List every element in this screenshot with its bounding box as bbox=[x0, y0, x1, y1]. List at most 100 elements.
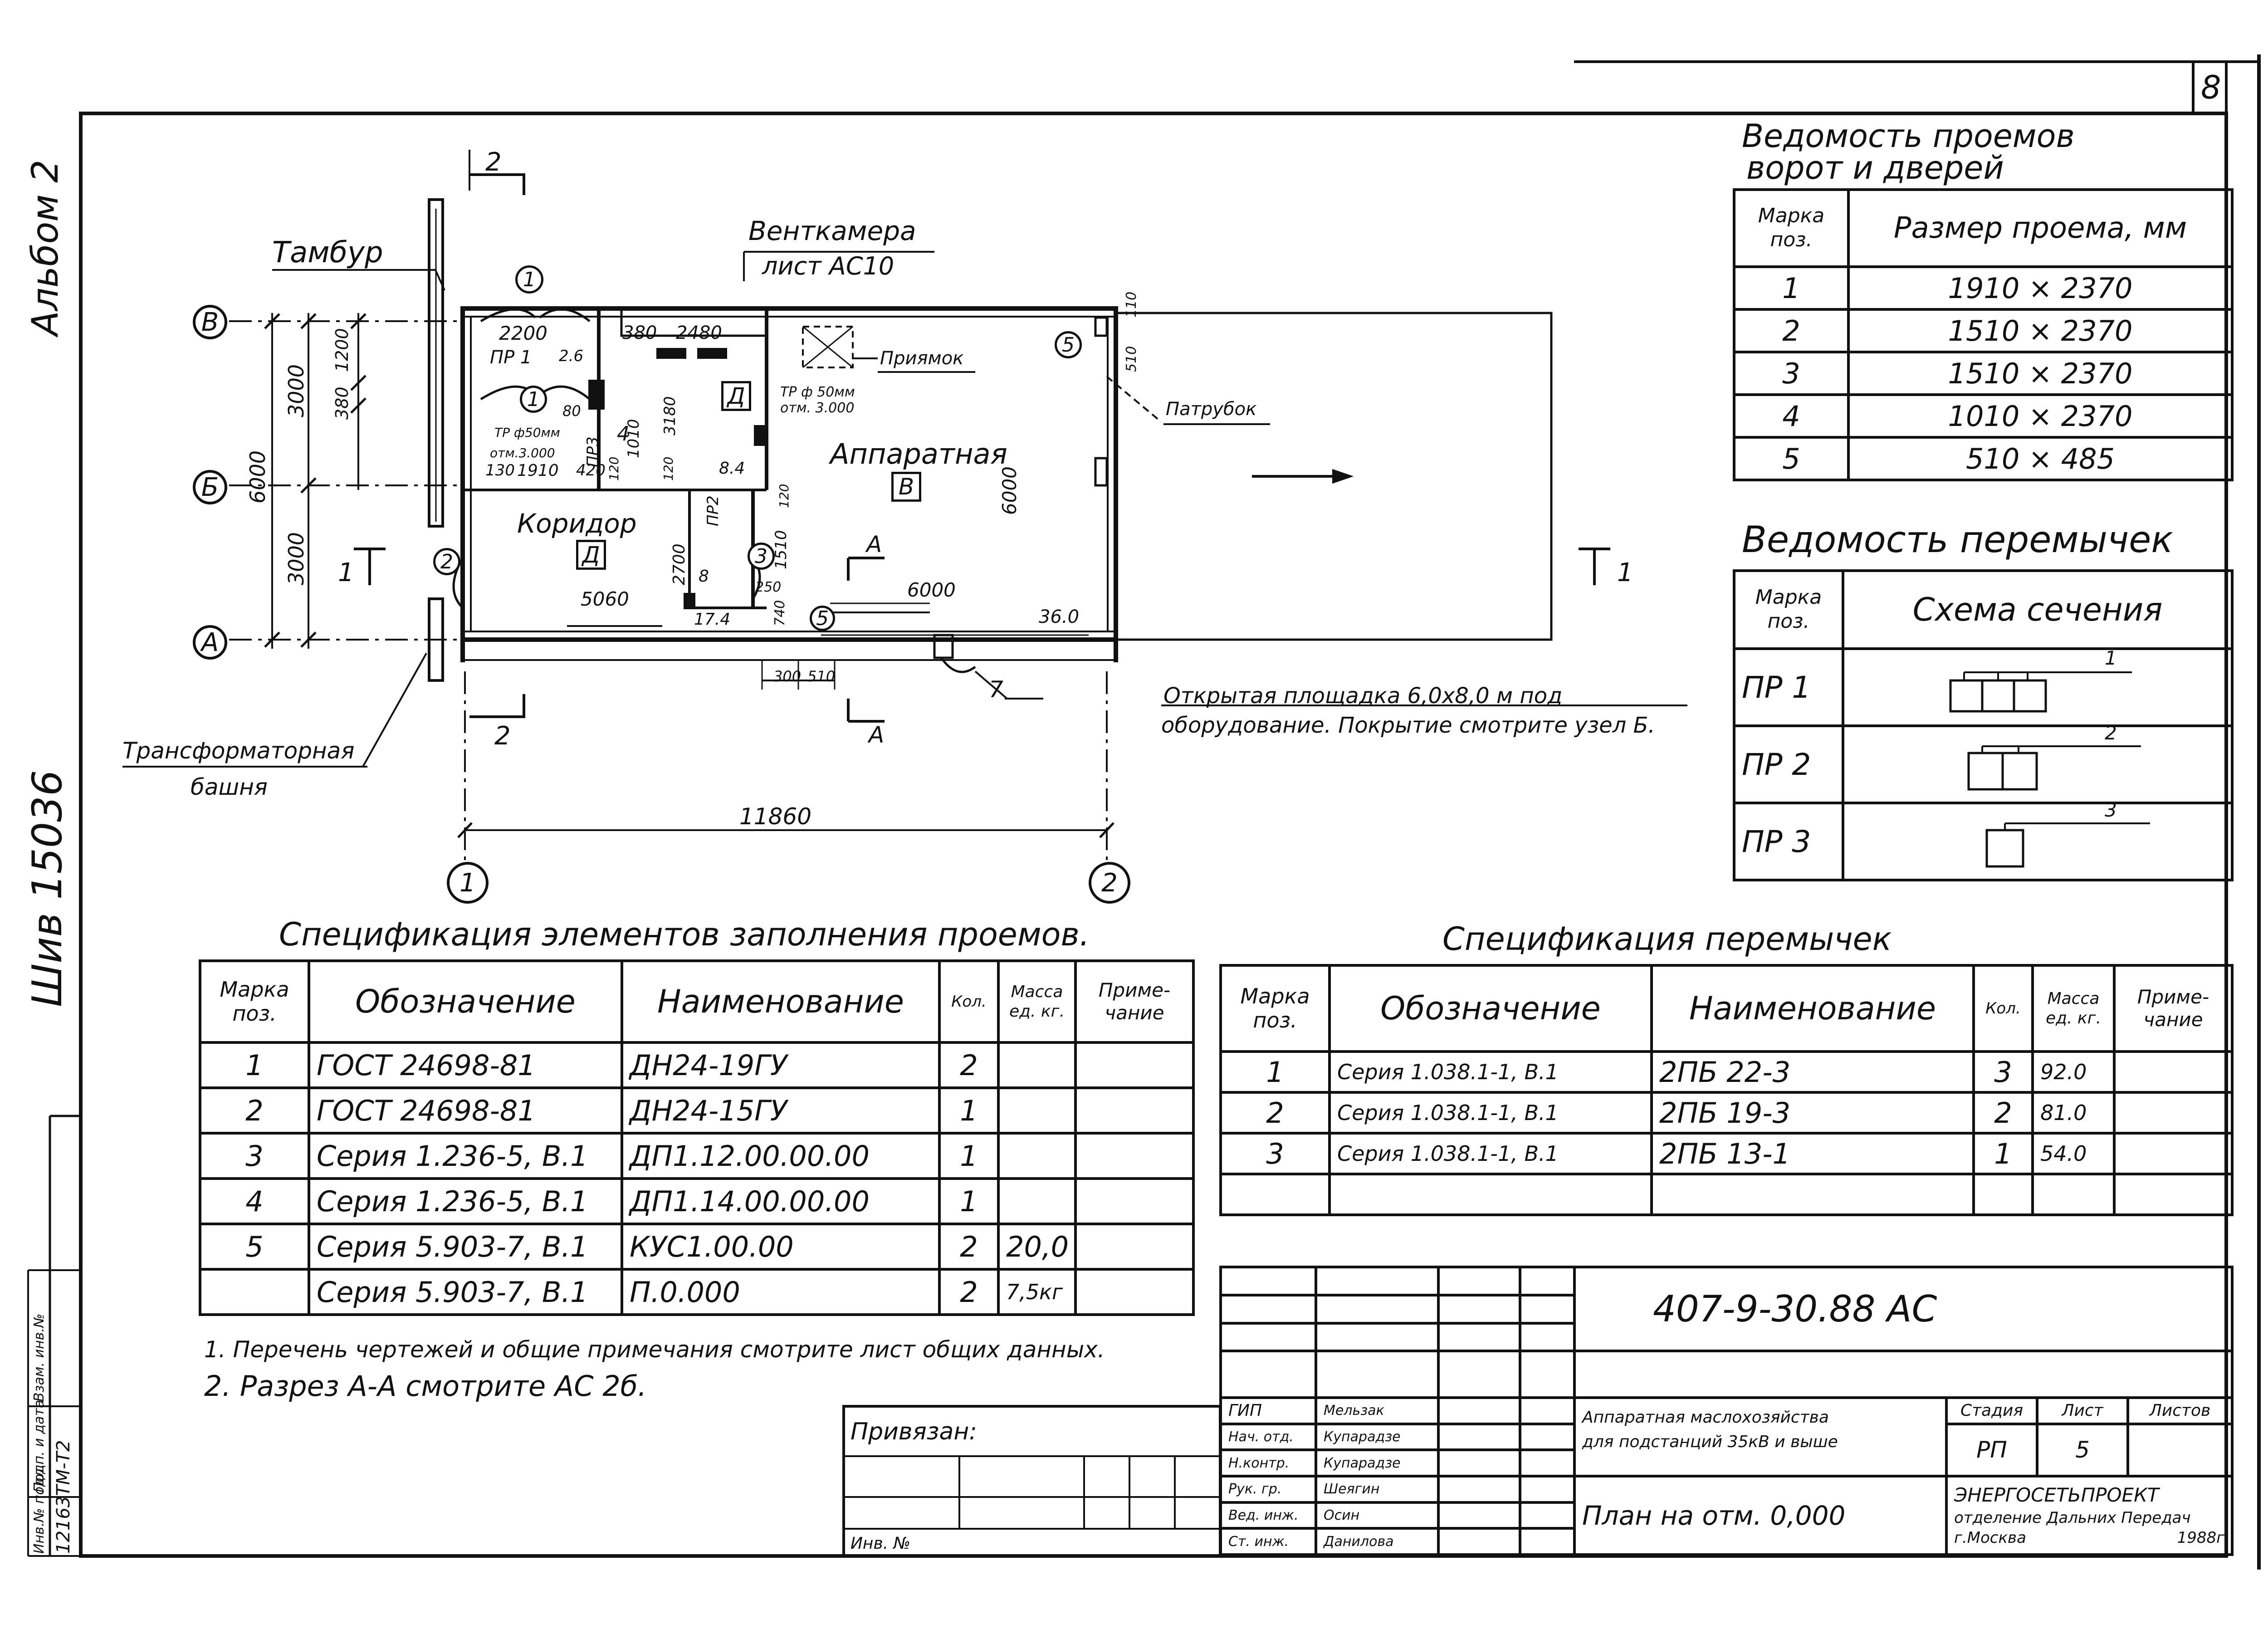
tb-empty bbox=[1315, 1266, 1440, 1296]
lintel-spec-cell bbox=[1219, 1173, 1331, 1216]
sheet-value: 5 bbox=[2036, 1422, 2129, 1478]
dim-250: 250 bbox=[755, 579, 782, 595]
role-label: Ст. инж. bbox=[1219, 1527, 1317, 1556]
role-label: Н.контр. bbox=[1219, 1448, 1317, 1478]
bashnya-label: башня bbox=[191, 774, 268, 800]
tb-empty bbox=[1315, 1350, 1440, 1399]
ventkamera-sheet-label: лист АС10 bbox=[762, 252, 894, 280]
openings-row-size: 1910 × 2370 bbox=[1847, 265, 2234, 311]
fill-cell: 1 bbox=[938, 1177, 1000, 1225]
opening-mark-1b: 1 bbox=[520, 386, 547, 413]
stage-label: Стадия bbox=[1945, 1396, 2038, 1425]
dim-6000b: 6000 bbox=[998, 466, 1021, 515]
fill-cell: 2 bbox=[938, 1041, 1000, 1089]
tb-empty bbox=[1519, 1448, 1576, 1478]
sheet-label: Лист bbox=[2036, 1396, 2129, 1425]
fill-spec-title: Спецификация элементов заполнения проемо… bbox=[279, 916, 1090, 953]
openings-row-size: 1510 × 2370 bbox=[1847, 351, 2234, 396]
open-area-note-2: оборудование. Покрытие смотрите узел Б. bbox=[1161, 713, 1655, 738]
openings-row-mark: 3 bbox=[1733, 351, 1850, 396]
section-2-bottom: 2 bbox=[494, 721, 511, 751]
opening-mark-5a: 5 bbox=[1055, 331, 1082, 358]
openings-row-mark: 5 bbox=[1733, 436, 1850, 481]
dim-2700: 2700 bbox=[670, 543, 689, 585]
sheet-number-box bbox=[2192, 60, 2228, 115]
dim-120b: 120 bbox=[661, 456, 676, 481]
fill-cell bbox=[1074, 1268, 1195, 1316]
dim-2480: 2480 bbox=[676, 323, 722, 343]
lintel-pr1-label: ПР 1 bbox=[490, 347, 532, 368]
title-block: 407-9-30.88 АС ГИП Мельзак Аппаратная ма… bbox=[1219, 1265, 2234, 1556]
dim-36-0: 36.0 bbox=[1039, 607, 1080, 627]
section-a-top: А bbox=[866, 531, 882, 558]
lintel-spec-title: Спецификация перемычек bbox=[1442, 920, 1892, 958]
fill-cell: ГОСТ 24698-81 bbox=[308, 1086, 623, 1135]
lintel-spec-cell: 2ПБ 19-3 bbox=[1650, 1091, 1975, 1135]
tambur-label: Тамбур bbox=[272, 236, 383, 269]
fill-cell: 1 bbox=[199, 1041, 310, 1089]
fill-cell: ГОСТ 24698-81 bbox=[308, 1041, 623, 1089]
fill-cell: Серия 1.236-5, В.1 bbox=[308, 1177, 623, 1225]
fill-cell bbox=[1074, 1041, 1195, 1089]
role-signature bbox=[1437, 1475, 1521, 1504]
org-line-2: отделение Дальних Передач bbox=[1954, 1508, 2191, 1527]
fill-header-mass: Масса ед. кг. bbox=[997, 959, 1077, 1044]
fill-cell bbox=[997, 1132, 1077, 1180]
tb-empty bbox=[1519, 1266, 1576, 1296]
transformer-label: Трансформаторная bbox=[122, 738, 355, 764]
role-name: Мельзак bbox=[1315, 1396, 1440, 1425]
role-name: Осин bbox=[1315, 1501, 1440, 1530]
role-name: Данилова bbox=[1315, 1527, 1440, 1556]
fill-cell bbox=[1074, 1086, 1195, 1135]
tb-empty bbox=[1315, 1321, 1440, 1353]
role-signature bbox=[1437, 1396, 1521, 1425]
dim-420: 420 bbox=[576, 461, 606, 479]
stamp-sign-label: Подп. и дата bbox=[31, 1399, 47, 1492]
dim-5060: 5060 bbox=[581, 588, 629, 610]
room-category-d-corridor: Д bbox=[576, 540, 606, 570]
dim-3180: 3180 bbox=[661, 396, 679, 435]
openings-row-mark: 4 bbox=[1733, 393, 1850, 439]
role-label: Рук. гр. bbox=[1219, 1475, 1317, 1504]
dim-11860: 11860 bbox=[739, 803, 812, 830]
role-label: ГИП bbox=[1219, 1396, 1317, 1425]
stage-value: РП bbox=[1945, 1422, 2038, 1478]
opening-mark-5b: 5 bbox=[810, 606, 835, 631]
fill-cell: 1 bbox=[938, 1132, 1000, 1180]
tb-empty bbox=[1315, 1293, 1440, 1325]
section-a-bottom: А bbox=[869, 722, 885, 748]
role-label: Нач. отд. bbox=[1219, 1422, 1317, 1452]
lintel-spec-header-mark: Марка поз. bbox=[1219, 964, 1331, 1053]
role-label: Вед. инж. bbox=[1219, 1501, 1317, 1530]
binding-inv-label: Инв. № bbox=[850, 1534, 911, 1553]
section-1-right: 1 bbox=[1617, 558, 1633, 587]
fill-cell bbox=[997, 1177, 1077, 1225]
tb-empty bbox=[1219, 1293, 1317, 1325]
role-signature bbox=[1437, 1448, 1521, 1478]
lintels-schedule-title: Ведомость перемычек bbox=[1742, 519, 2173, 561]
fill-cell: 5 bbox=[199, 1223, 310, 1271]
fill-cell: ДП1.14.00.00.00 bbox=[621, 1177, 941, 1225]
lintel-spec-cell: 2ПБ 13-1 bbox=[1650, 1132, 1975, 1175]
fill-cell bbox=[1074, 1177, 1195, 1225]
tb-empty bbox=[1519, 1350, 1576, 1399]
dim-740: 740 bbox=[772, 600, 788, 626]
lintel-spec-cell: 54.0 bbox=[2031, 1132, 2116, 1175]
dim-120c: 120 bbox=[777, 484, 792, 508]
openings-row-size: 1010 × 2370 bbox=[1847, 393, 2234, 439]
fill-cell bbox=[997, 1086, 1077, 1135]
axis-bubble-2: 2 bbox=[1089, 862, 1130, 904]
archive-code: Шив 15036 bbox=[24, 770, 71, 1007]
koridor-label: Коридор bbox=[517, 508, 637, 539]
fill-header-qty: Кол. bbox=[938, 959, 1000, 1044]
tb-empty bbox=[1519, 1422, 1576, 1452]
dim-130: 130 bbox=[485, 461, 515, 479]
tb-empty bbox=[1519, 1321, 1576, 1353]
openings-row-size: 1510 × 2370 bbox=[1847, 308, 2234, 353]
dim-510b: 510 bbox=[1124, 346, 1139, 372]
stamp-inv-number: 12163ТМ-Т2 bbox=[53, 1440, 74, 1554]
priyamok-label: Приямок bbox=[880, 348, 964, 369]
tb-empty bbox=[1519, 1527, 1576, 1556]
role-signature bbox=[1437, 1422, 1521, 1452]
